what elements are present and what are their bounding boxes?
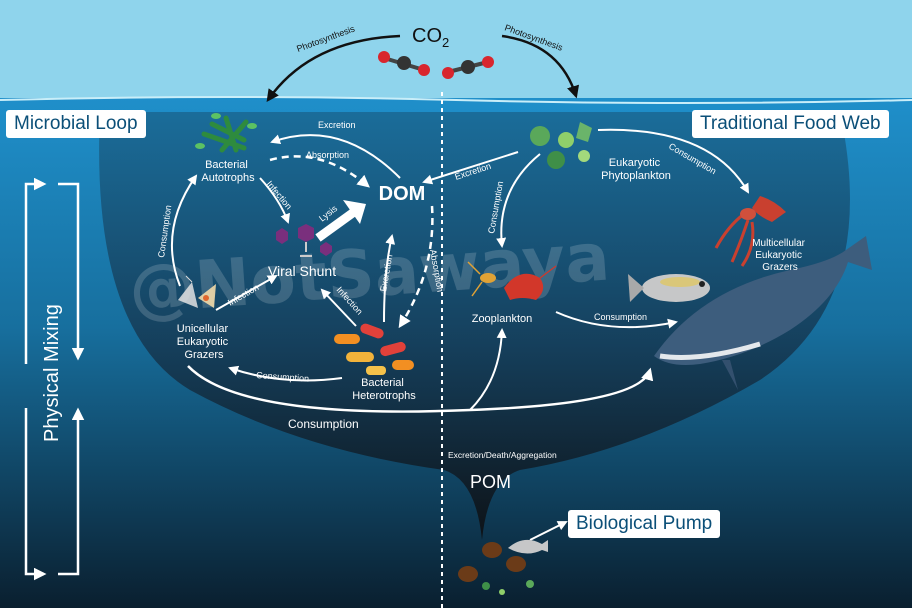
- co2-label: CO2: [412, 25, 449, 50]
- arrow-infection-autotrophs: [259, 177, 290, 224]
- bacteria-heterotrophs-icon: [334, 323, 414, 375]
- arrow-excretion-right: [383, 234, 396, 323]
- arrow-lysis-head: [343, 200, 366, 224]
- arrow-consumption-large: [187, 365, 654, 413]
- pom-particles-icon: [458, 539, 548, 595]
- arrow-lysis: [315, 208, 357, 242]
- copepod-icon: [467, 261, 496, 297]
- virus-icon: [276, 224, 332, 257]
- biological-pump-box: Biological Pump: [568, 510, 721, 538]
- bacterial-autotrophs-label: Bacterial Autotrophs: [201, 159, 255, 184]
- photosynthesis-arrow-right: [501, 34, 580, 99]
- multicellular-grazers-label: Multicellular Eukaryotic Grazers: [752, 238, 808, 273]
- arrow-consumption-phyto-multi: [597, 128, 749, 194]
- sea-surface: [0, 96, 912, 104]
- dom-label: DOM: [379, 183, 426, 205]
- arrow-infection-heterotrophs: [320, 288, 357, 327]
- arrow-absorption-top: [269, 155, 370, 188]
- arrow-zooplankton-up: [469, 328, 507, 411]
- unicellular-grazers-label: Unicellular Eukaryotic Grazers: [177, 323, 231, 361]
- zooplankton-label: Zooplankton: [472, 313, 533, 325]
- viral-shunt-label: Viral Shunt: [268, 263, 336, 279]
- arrow-infection-grazers: [215, 275, 278, 311]
- sky: [0, 0, 912, 100]
- co2-molecule-icon: [378, 51, 430, 76]
- microbial-loop-box: Microbial Loop: [6, 110, 146, 138]
- label-excretion-death-aggregation: Excretion/Death/Aggregation: [448, 450, 557, 460]
- whale-icon: [654, 236, 872, 390]
- physical-mixing-label: Physical Mixing: [41, 304, 63, 442]
- arrow-absorption-right: [398, 205, 434, 329]
- photosynthesis-arrow-left: [266, 34, 401, 103]
- fish-icon: [628, 274, 710, 302]
- arrow-excretion-phyto: [422, 151, 519, 185]
- label-consumption-loop-bottom: Consumption: [256, 370, 310, 384]
- arrow-consumption-loop-left: [171, 174, 198, 287]
- bacterial-autotrophs-icon: [195, 113, 257, 153]
- diatom-grazer-icon: [178, 275, 216, 308]
- arrow-consumption-loop-bottom: [228, 365, 343, 382]
- label-consumption-zoo-whale: Consumption: [594, 312, 647, 322]
- physical-mixing-arrows: [24, 177, 85, 581]
- traditional-food-web-box: Traditional Food Web: [692, 110, 889, 138]
- shrimp-icon: [504, 265, 557, 300]
- arrow-to-biological-pump: [529, 521, 568, 541]
- arrow-excretion-top: [270, 134, 401, 179]
- squid-icon: [714, 196, 786, 267]
- bacterial-heterotrophs-label: Bacterial Heterotrophs: [352, 377, 416, 402]
- co2-molecule-icon-2: [442, 56, 494, 79]
- label-consumption-large: Consumption: [288, 417, 359, 431]
- pom-label: POM: [470, 472, 511, 492]
- arrow-consumption-zoo-whale: [555, 311, 678, 329]
- arrow-consumption-phyto-zoo: [496, 153, 541, 248]
- label-absorption-top: Absorption: [306, 150, 349, 160]
- label-excretion-top: Excretion: [318, 120, 356, 130]
- phytoplankton-icon: [530, 122, 592, 169]
- eukaryotic-phytoplankton-label: Eukaryotic Phytoplankton: [601, 157, 671, 182]
